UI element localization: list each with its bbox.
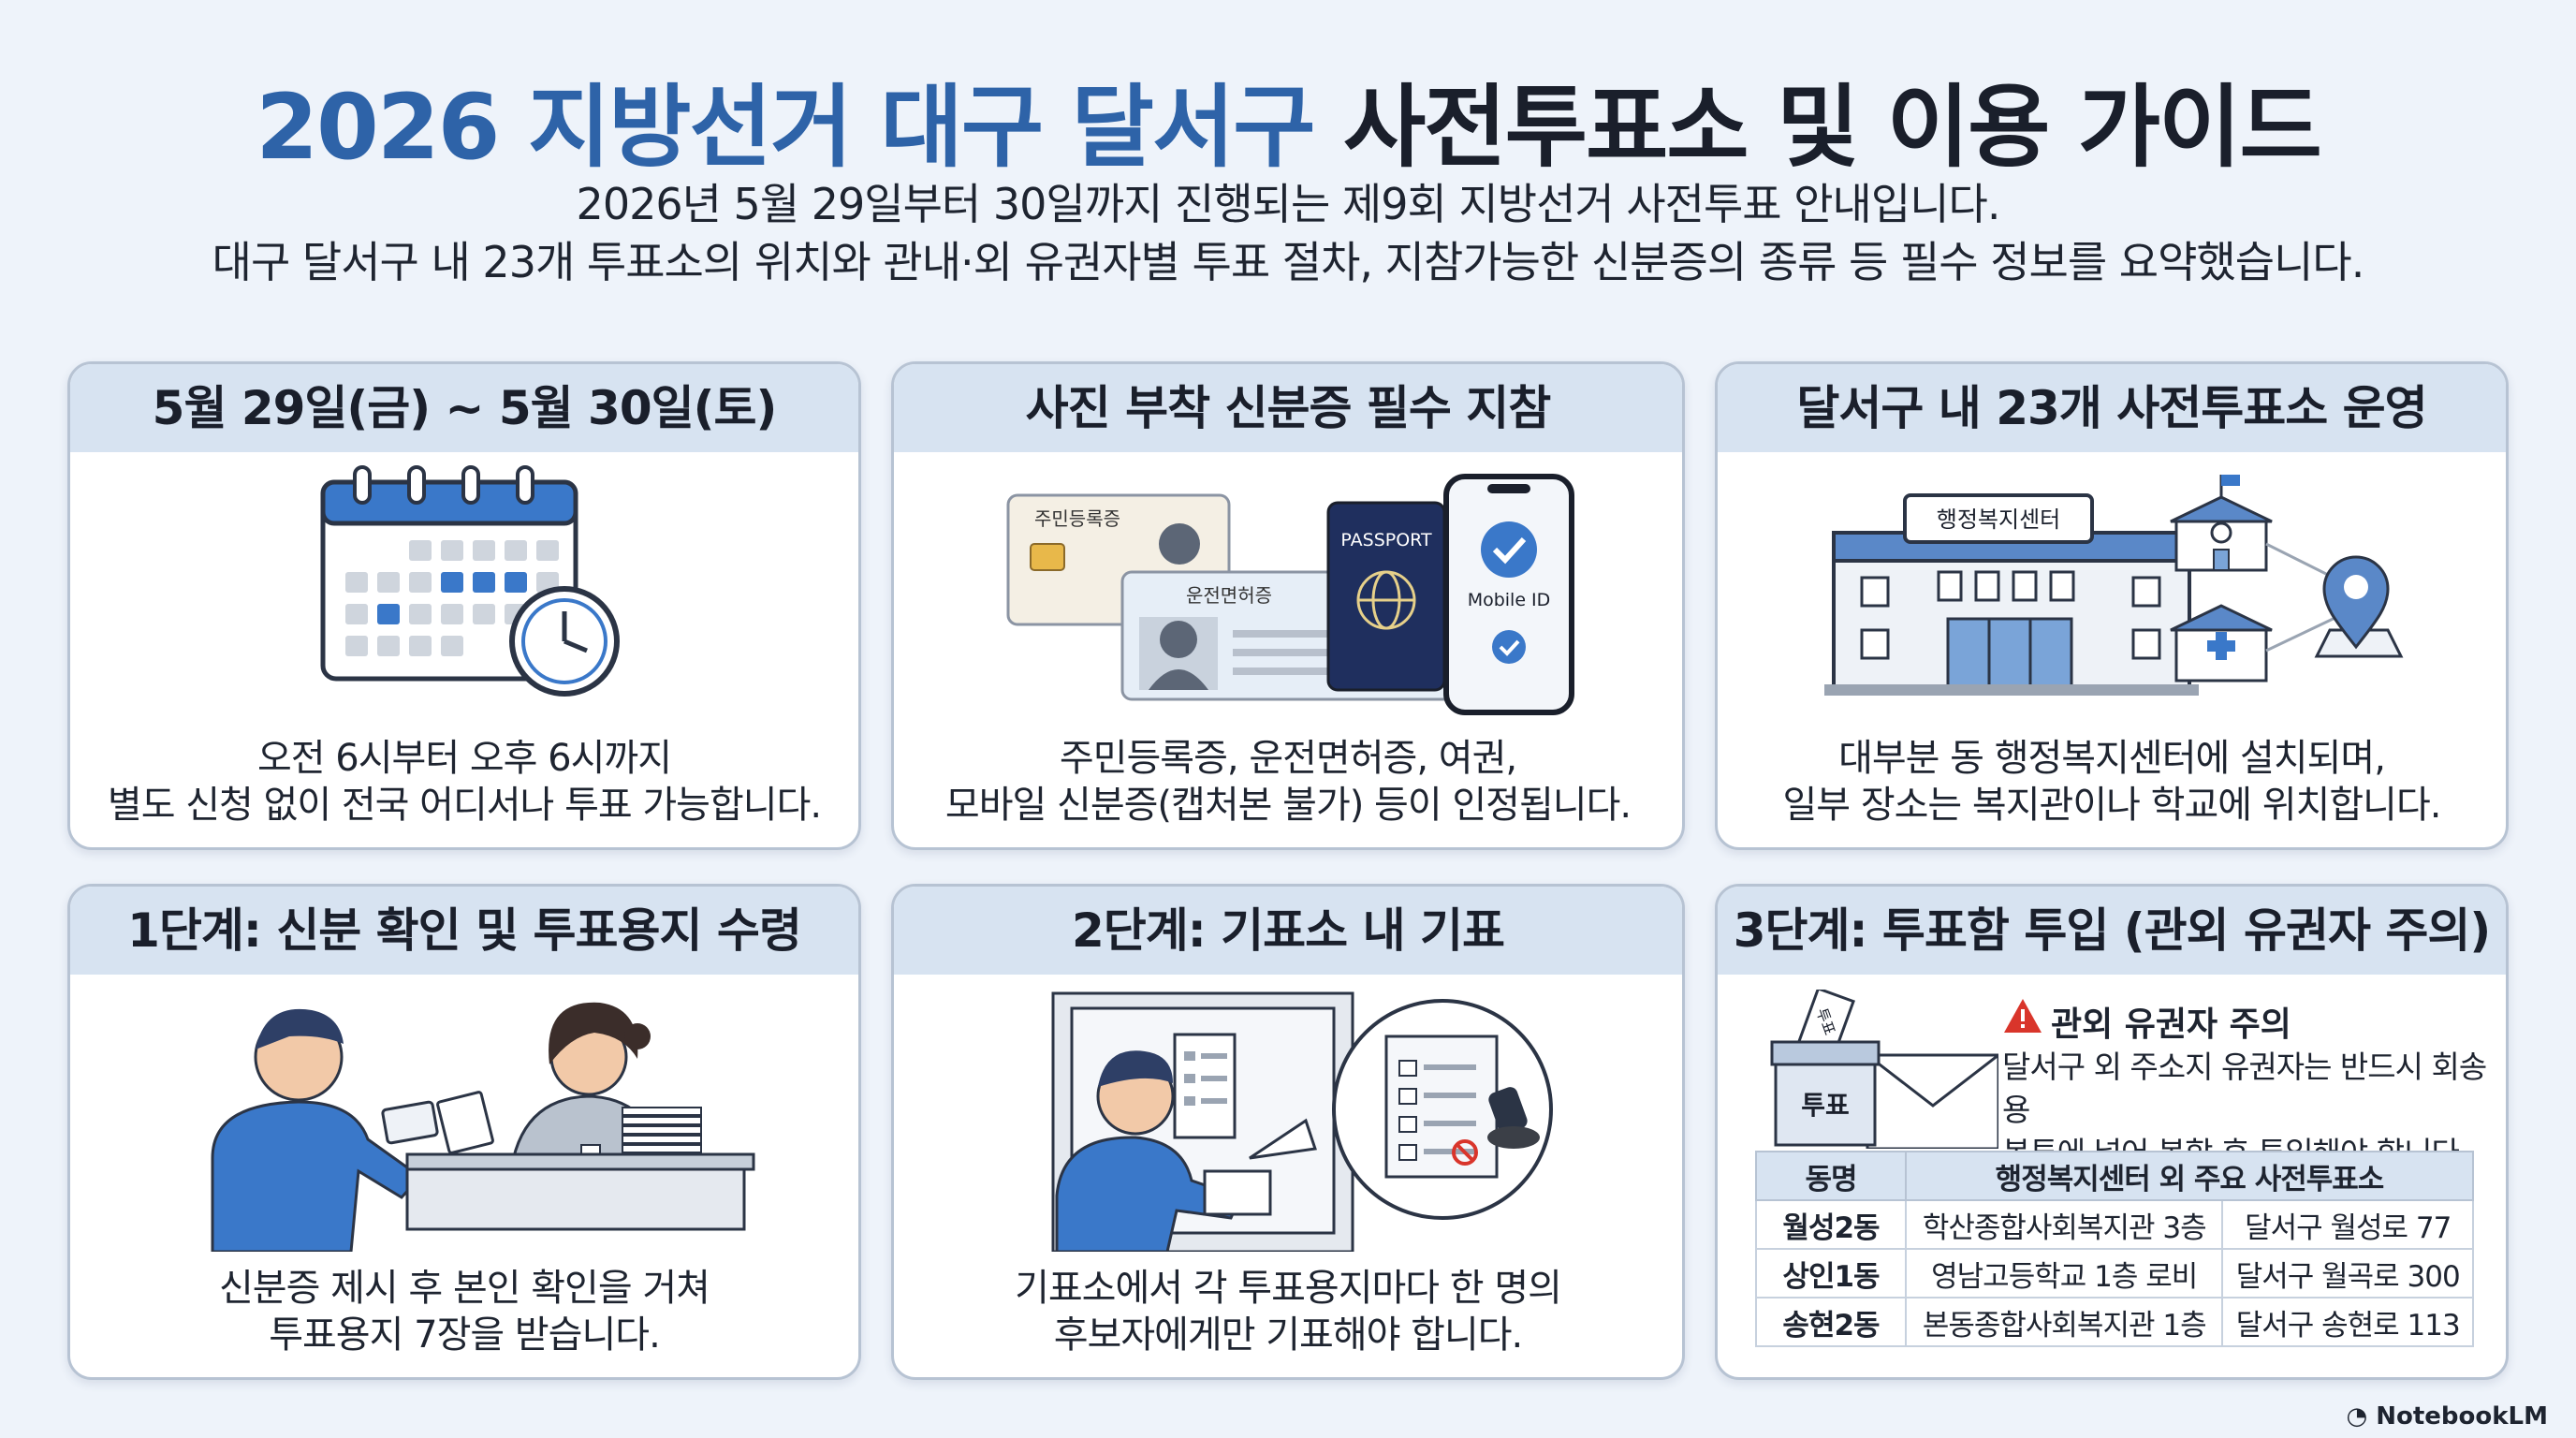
building-sign: 행정복지센터	[1937, 506, 2060, 533]
card-id: 사진 부착 신분증 필수 지참 주민등록증 운전면허증 PASSPORT Mob…	[891, 361, 1685, 850]
ballot-box-icon: 투표 투표	[1770, 990, 1998, 1149]
card-dates-title: 5월 29일(금) ~ 5월 30일(토)	[70, 364, 858, 452]
table-cell-place: 영남고등학교 1층 로비	[1904, 1248, 2224, 1299]
card-stations-title: 달서구 내 23개 사전투표소 운영	[1718, 364, 2506, 452]
card-stations-line2: 일부 장소는 복지관이나 학교에 위치합니다.	[1782, 784, 2442, 827]
brand-watermark: ◔ NotebookLM	[2346, 1402, 2548, 1431]
warning-title: 관외 유권자 주의	[2051, 1005, 2291, 1044]
license-label: 운전면허증	[1186, 584, 1272, 607]
title-main: 사전투표소 및 이용 가이드	[1342, 75, 2322, 180]
card-dates-line1: 오전 6시부터 오후 6시까지	[256, 737, 672, 780]
page-title: 2026 지방선거 대구 달서구 사전투표소 및 이용 가이드	[0, 54, 2576, 184]
polling-locations-table: 동명 행정복지센터 외 주요 사전투표소 월성2동 학산종합사회복지관 3층 달…	[1755, 1151, 2474, 1347]
table-row: 상인1동 영남고등학교 1층 로비 달서구 월곡로 300	[1755, 1248, 2474, 1299]
calendar-clock-illustration	[70, 463, 858, 716]
mobile-id-label: Mobile ID	[1468, 590, 1551, 610]
card-step3: 3단계: 투표함 투입 (관외 유권자 주의) 투표 투표 관외 유권자 주의 …	[1715, 884, 2509, 1380]
warning-line1: 달서구 외 주소지 유권자는 반드시 회송용	[2002, 1049, 2487, 1128]
school-icon	[2170, 475, 2273, 572]
stations-illustration: 행정복지센터	[1718, 463, 2506, 716]
card-stations-text: 대부분 동 행정복지센터에 설치되며, 일부 장소는 복지관이나 학교에 위치합…	[1718, 735, 2506, 829]
calendar-icon	[320, 465, 620, 697]
table-cell-address: 달서구 월성로 77	[2221, 1199, 2474, 1250]
card-step2: 2단계: 기표소 내 기표 기표소에서 각 투표용지마다 한 명의 후보자에	[891, 884, 1685, 1380]
card-step1-line2: 투표용지 7장을 받습니다.	[269, 1313, 661, 1357]
resident-card-label: 주민등록증	[1034, 507, 1120, 530]
table-cell-dong: 송현2동	[1755, 1297, 1907, 1347]
id-card-icons: 주민등록증 운전면허증 PASSPORT Mobile ID	[1006, 474, 1574, 715]
card-dates-line2: 별도 신청 없이 전국 어디서나 투표 가능합니다.	[107, 784, 822, 827]
table-cell-dong: 상인1동	[1755, 1248, 1907, 1299]
welfare-center-icon	[2170, 604, 2273, 682]
card-dates: 5월 29일(금) ~ 5월 30일(토)	[67, 361, 861, 850]
card-step1-line1: 신분증 제시 후 본인 확인을 거쳐	[219, 1267, 710, 1310]
card-step1-text: 신분증 제시 후 본인 확인을 거쳐 투표용지 7장을 받습니다.	[70, 1265, 858, 1358]
id-cards-illustration: 주민등록증 운전면허증 PASSPORT Mobile ID	[894, 463, 1682, 716]
location-pin-icon	[2265, 542, 2404, 658]
card-step2-title: 2단계: 기표소 내 기표	[894, 887, 1682, 975]
card-step3-title: 3단계: 투표함 투입 (관외 유권자 주의)	[1718, 887, 2506, 975]
table-cell-address: 달서구 송현로 113	[2221, 1297, 2474, 1347]
brand-label: NotebookLM	[2376, 1402, 2548, 1431]
table-cell-dong: 월성2동	[1755, 1199, 1907, 1250]
card-id-title: 사진 부착 신분증 필수 지참	[894, 364, 1682, 452]
card-id-line2: 모바일 신분증(캡처본 불가) 등이 인정됩니다.	[944, 784, 1632, 827]
title-highlight: 2026 지방선거 대구 달서구	[256, 75, 1315, 180]
brand-logo-icon: ◔	[2346, 1402, 2377, 1431]
table-row: 월성2동 학산종합사회복지관 3층 달서구 월성로 77	[1755, 1199, 2474, 1250]
table-cell-place: 본동종합사회복지관 1층	[1904, 1297, 2224, 1347]
table-header-row: 동명 행정복지센터 외 주요 사전투표소	[1755, 1151, 2474, 1201]
subtitle-line1: 2026년 5월 29일부터 30일까지 진행되는 제9회 지방선거 사전투표 …	[576, 179, 2001, 229]
subtitle-line2: 대구 달서구 내 23개 투표소의 위치와 관내·외 유권자별 투표 절차, 지…	[212, 237, 2365, 287]
passport-label: PASSPORT	[1340, 530, 1432, 550]
step1-illustration	[70, 980, 858, 1252]
building-icon: 행정복지센터	[1824, 475, 2404, 696]
card-step2-text: 기표소에서 각 투표용지마다 한 명의 후보자에게만 기표해야 합니다.	[894, 1265, 1682, 1358]
card-step1: 1단계: 신분 확인 및 투표용지 수령 신분증 제시 후 본인 확인을 거쳐 …	[67, 884, 861, 1380]
card-step2-line2: 후보자에게만 기표해야 합니다.	[1053, 1313, 1524, 1357]
card-stations: 달서구 내 23개 사전투표소 운영 행정복지센터	[1715, 361, 2509, 850]
table-cell-place: 학산종합사회복지관 3층	[1904, 1199, 2224, 1250]
card-step1-title: 1단계: 신분 확인 및 투표용지 수령	[70, 887, 858, 975]
table-header-places: 행정복지센터 외 주요 사전투표소	[1905, 1151, 2474, 1201]
warning-icon	[2004, 999, 2042, 1033]
card-dates-text: 오전 6시부터 오후 6시까지 별도 신청 없이 전국 어디서나 투표 가능합니…	[70, 735, 858, 829]
card-stations-line1: 대부분 동 행정복지센터에 설치되며,	[1838, 737, 2386, 780]
step2-illustration	[894, 980, 1682, 1252]
ballot-box-label: 투표	[1801, 1090, 1850, 1121]
card-id-line1: 주민등록증, 운전면허증, 여권,	[1059, 737, 1517, 780]
id-check-scene-icon	[211, 1002, 755, 1252]
card-step2-line1: 기표소에서 각 투표용지마다 한 명의	[1015, 1267, 1562, 1310]
table-row: 송현2동 본동종합사회복지관 1층 달서구 송현로 113	[1755, 1297, 2474, 1347]
table-header-dong: 동명	[1755, 1151, 1907, 1201]
table-cell-address: 달서구 월곡로 300	[2221, 1248, 2474, 1299]
voting-booth-icon	[1051, 991, 1553, 1252]
card-id-text: 주민등록증, 운전면허증, 여권, 모바일 신분증(캡처본 불가) 등이 인정됩…	[894, 735, 1682, 829]
